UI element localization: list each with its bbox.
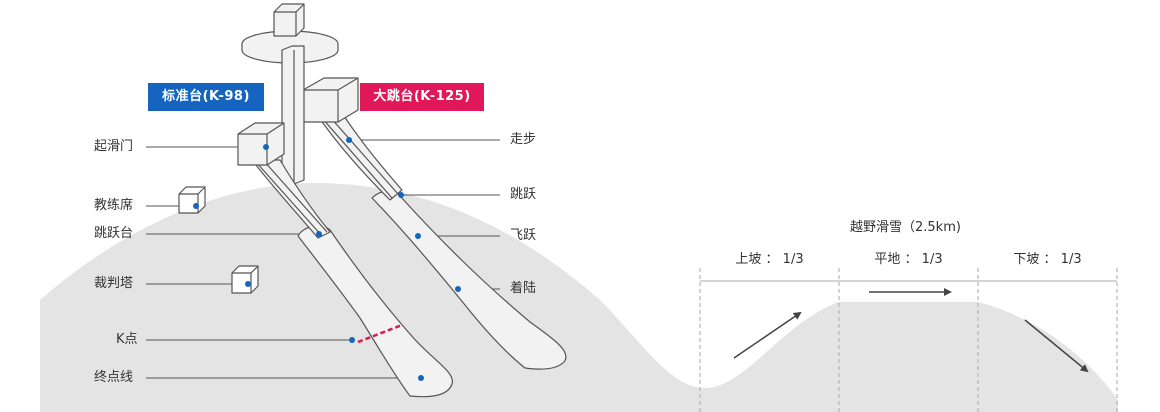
downhill-arrow (1024, 319, 1089, 373)
coach-stand-cube (178, 186, 206, 214)
uphill-arrow (733, 311, 802, 359)
normal-hill-structure (237, 122, 453, 398)
start-gate-label: 起滑门 (94, 139, 134, 154)
normal-hill-badge: 标准台(K-98) (148, 83, 264, 111)
finish-line-label: 终点线 (94, 370, 134, 385)
uphill-segment-label: 上坡 ： 1/3 (735, 252, 804, 267)
flat-segment-label: 平地 ： 1/3 (874, 252, 943, 267)
central-tower (241, 3, 339, 185)
flight-label: 飞跃 (510, 228, 537, 243)
takeoff-label: 跳跃 (510, 187, 537, 202)
downhill-segment-label: 下坡 ： 1/3 (1013, 252, 1082, 267)
inrun-label: 走步 (510, 132, 537, 147)
cross-country-title: 越野滑雪（2.5km) (850, 220, 961, 235)
coach-stand-label: 教练席 (94, 198, 134, 213)
large-hill-badge: 大跳台(K-125) (360, 83, 484, 111)
landing-label: 着陆 (510, 281, 537, 296)
k-point-label: K点 (116, 332, 138, 347)
judge-tower-cube (231, 265, 259, 294)
marker-dots (193, 137, 461, 381)
takeoff-table-label: 跳跃台 (94, 226, 134, 241)
course-separators (699, 268, 1118, 412)
judge-tower-label: 裁判塔 (94, 276, 134, 291)
